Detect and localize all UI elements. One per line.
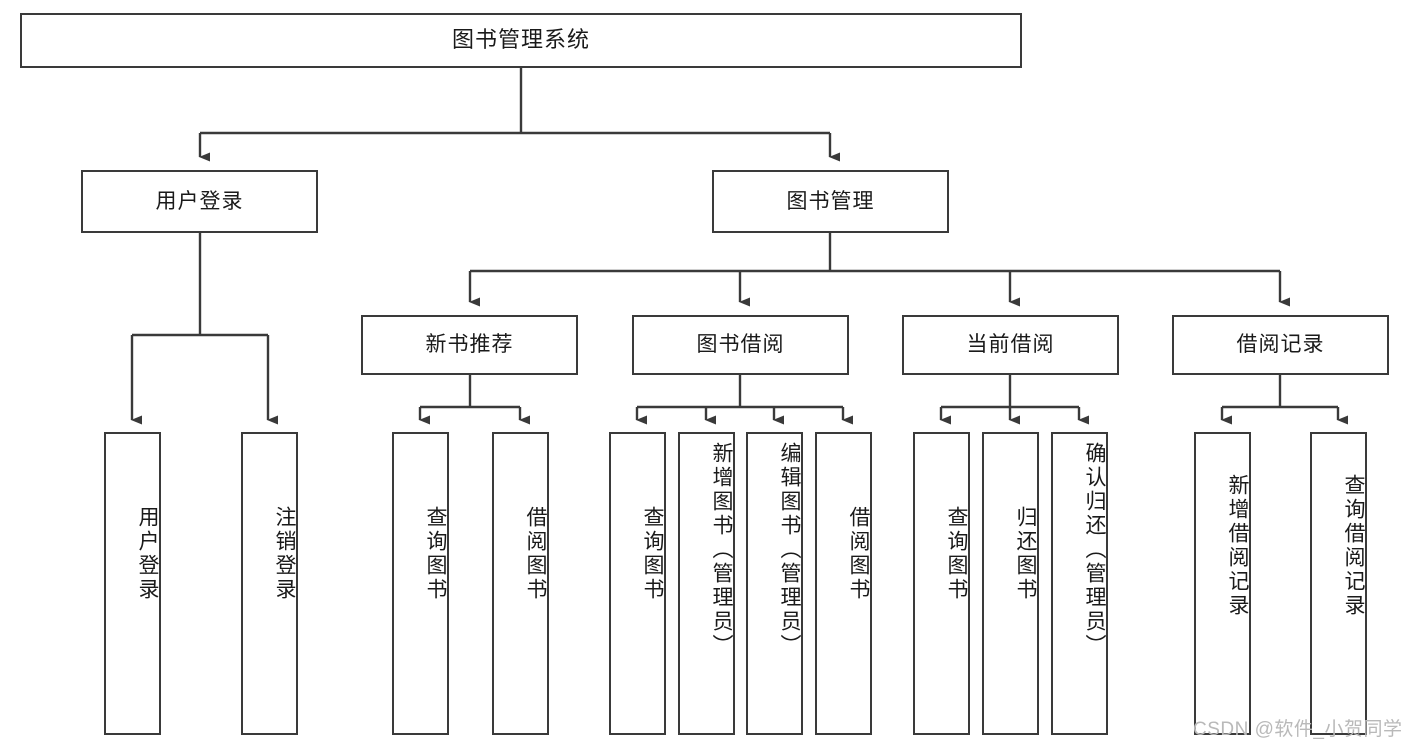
node-leaf-add-record-label: 新增借阅记录	[1226, 474, 1249, 618]
node-leaf-logout[interactable]: 注销登录	[241, 432, 298, 735]
node-current-borrow-label: 当前借阅	[966, 333, 1055, 357]
node-leaf-borrow-book-1-label: 借阅图书	[524, 506, 547, 602]
node-leaf-borrow-book-1[interactable]: 借阅图书	[492, 432, 549, 735]
node-leaf-query-record-label: 查询借阅记录	[1342, 474, 1365, 618]
node-leaf-logout-label: 注销登录	[273, 506, 296, 602]
node-leaf-query-book-2[interactable]: 查询图书	[609, 432, 666, 735]
node-root-label: 图书管理系统	[451, 27, 590, 53]
node-book-manage[interactable]: 图书管理	[712, 170, 949, 233]
node-new-book-rec-label: 新书推荐	[425, 333, 514, 357]
node-leaf-add-book[interactable]: 新增图书（管理员）	[678, 432, 735, 735]
node-leaf-query-book-2-label: 查询图书	[641, 506, 664, 602]
node-leaf-borrow-book-2-label: 借阅图书	[847, 506, 870, 602]
node-borrow-record[interactable]: 借阅记录	[1172, 315, 1389, 375]
node-leaf-borrow-book-2[interactable]: 借阅图书	[815, 432, 872, 735]
node-new-book-rec[interactable]: 新书推荐	[361, 315, 578, 375]
node-leaf-query-book-3[interactable]: 查询图书	[913, 432, 970, 735]
node-leaf-query-book-3-label: 查询图书	[945, 506, 968, 602]
node-leaf-user-login[interactable]: 用户登录	[104, 432, 161, 735]
node-leaf-user-login-label: 用户登录	[136, 506, 159, 602]
node-leaf-query-record[interactable]: 查询借阅记录	[1310, 432, 1367, 735]
node-leaf-add-record[interactable]: 新增借阅记录	[1194, 432, 1251, 735]
node-leaf-edit-book-label: 编辑图书（管理员）	[778, 442, 801, 658]
node-book-borrow-label: 图书借阅	[696, 333, 785, 357]
node-root[interactable]: 图书管理系统	[20, 13, 1022, 68]
node-user-login-label: 用户登录	[155, 189, 244, 213]
node-leaf-query-book-1-label: 查询图书	[424, 506, 447, 602]
node-borrow-record-label: 借阅记录	[1236, 333, 1325, 357]
node-book-manage-label: 图书管理	[786, 189, 875, 213]
node-leaf-return-book[interactable]: 归还图书	[982, 432, 1039, 735]
node-leaf-confirm-return-label: 确认归还（管理员）	[1083, 442, 1106, 658]
node-current-borrow[interactable]: 当前借阅	[902, 315, 1119, 375]
node-leaf-query-book-1[interactable]: 查询图书	[392, 432, 449, 735]
node-user-login[interactable]: 用户登录	[81, 170, 318, 233]
node-book-borrow[interactable]: 图书借阅	[632, 315, 849, 375]
node-leaf-confirm-return[interactable]: 确认归还（管理员）	[1051, 432, 1108, 735]
node-leaf-edit-book[interactable]: 编辑图书（管理员）	[746, 432, 803, 735]
node-leaf-add-book-label: 新增图书（管理员）	[710, 442, 733, 658]
node-leaf-return-book-label: 归还图书	[1014, 506, 1037, 602]
watermark-text: CSDN @软件_小贺同学	[1193, 719, 1403, 740]
